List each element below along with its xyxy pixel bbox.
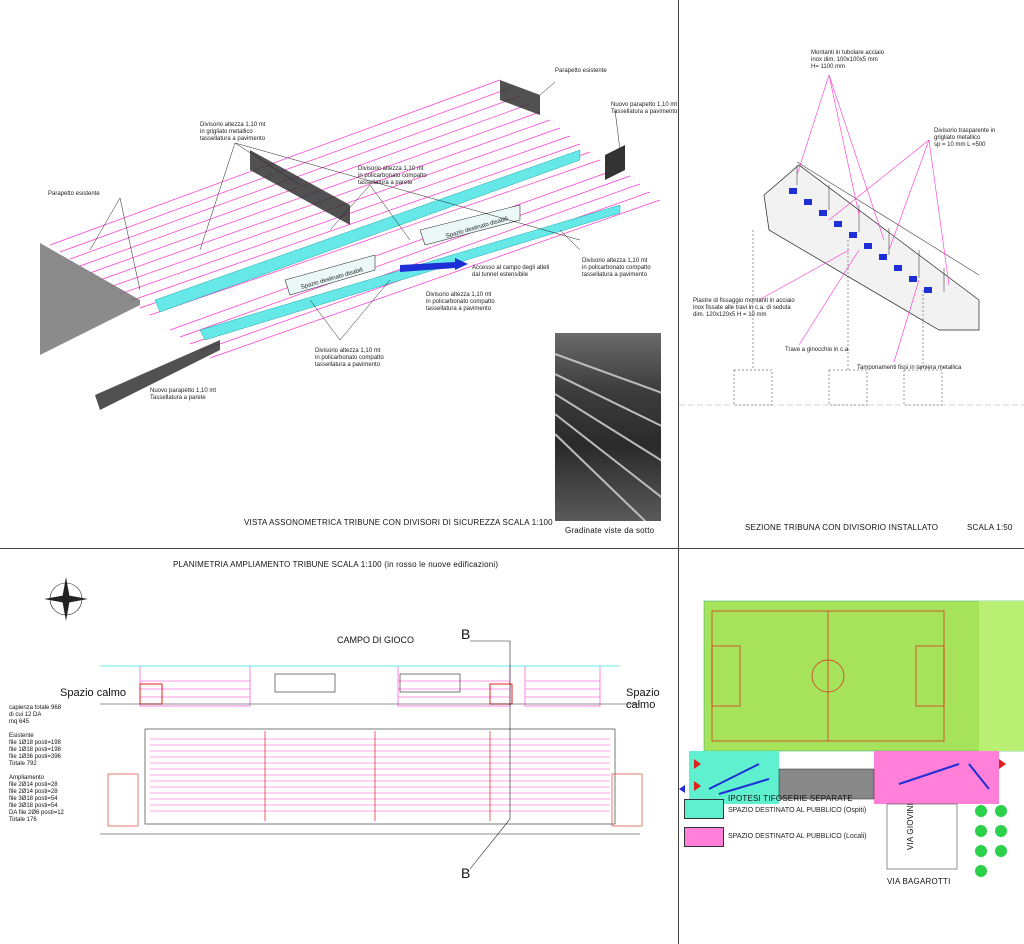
leader-lines (89, 81, 621, 341)
parapet-right (605, 145, 625, 180)
axonometric-drawing (40, 79, 661, 410)
axonometric-panel: Parapetto esistente Nuovo parapetto 1,10… (0, 0, 679, 549)
ipotesi-label: IPOTESI TIFOSERIE SEPARATE (728, 794, 853, 803)
flow-arrows (708, 763, 990, 795)
axon-title: VISTA ASSONOMETRICA TRIBUNE CON DIVISORI… (244, 518, 553, 527)
side-lawn (979, 601, 1024, 751)
parapet-top (500, 80, 540, 115)
cyan-strip-lower (199, 204, 621, 341)
label-divisorio-bottom: Divisorio altezza 1,10 mt in policarbona… (315, 348, 384, 368)
side-stairs (107, 773, 643, 827)
main-stand-red-stairs (264, 731, 491, 821)
label-parapetto-left: Parapetto esistente (48, 191, 100, 197)
upper-tier-lines (49, 79, 661, 359)
label-divisorio-mid: Divisorio altezza 1,10 mt in policarbona… (426, 292, 495, 312)
compass-icon (44, 577, 88, 621)
section-scale: SCALA 1:50 (967, 523, 1013, 532)
trees (975, 805, 1007, 877)
plan-drawing (44, 577, 643, 870)
label-nuovo-parapetto-right: Nuovo parapetto 1,10 mt Tassellatura a p… (611, 102, 678, 115)
section-line-b (469, 640, 511, 870)
main-stand (144, 728, 616, 825)
label-trave: Trave a ginocchio in c.a. (785, 347, 850, 353)
section-title: SEZIONE TRIBUNA CON DIVISORIO INSTALLATO (745, 523, 939, 532)
entry-arrow (679, 785, 685, 793)
upper-stand-right (397, 665, 511, 707)
spazio-calmo-left: Spazio calmo (60, 687, 127, 699)
label-divisorio-right: Divisorio altezza 1,10 mt in policarbona… (582, 258, 651, 278)
main-stand-rows (150, 738, 610, 812)
legend-swatch-locals (684, 827, 724, 847)
section-drawing (679, 74, 1024, 406)
label-nuovo-parapetto-bottom: Nuovo parapetto 1,10 mt Tassellatura a p… (150, 388, 217, 401)
exit-triangles (694, 759, 1006, 791)
section-panel: Montanti in tubolare acciaio inox dim. 1… (679, 0, 1024, 549)
label-accesso: Accesso al campo degli atleti dal tunnel… (472, 265, 550, 278)
label-montanti: Montanti in tubolare acciaio inox dim. 1… (811, 50, 885, 70)
section-leaders (758, 74, 950, 363)
plan-title: PLANIMETRIA AMPLIAMENTO TRIBUNE SCALA 1:… (173, 560, 499, 569)
label-divisorio-grigliato: Divisorio altezza 1,10 mt in grigliato m… (200, 122, 266, 142)
photo-under-stands (555, 333, 661, 521)
label-divisorio-trasparente: Divisorio trasparente in grigliato metal… (934, 128, 996, 148)
main-stand-block (778, 768, 875, 800)
disabled-platform-2 (419, 204, 521, 246)
plan-panel: PLANIMETRIA AMPLIAMENTO TRIBUNE SCALA 1:… (0, 549, 679, 944)
legend-swatch-guests (684, 799, 724, 819)
dugouts (274, 673, 461, 693)
label-parapetto-top: Parapetto esistente (555, 68, 607, 74)
parking-box (886, 803, 958, 870)
label-piastre: Piastre di fissaggio montanti in acciaio… (693, 298, 795, 318)
via-right: VIA GIOVINI (906, 802, 916, 851)
label-tamponamenti: Tamponamenti fissi in lamiera metallica (857, 365, 962, 371)
label-divisorio-curved: Divisorio altezza 1,10 mt in policarbona… (358, 166, 427, 186)
via-bottom: VIA BAGAROTTI (887, 877, 951, 886)
local-area (874, 751, 999, 804)
field-area (703, 600, 1024, 752)
legend-label-guests: SPAZIO DESTINATO AL PUBBLICO (Ospiti) (728, 807, 867, 814)
disabled-platform-1 (284, 254, 376, 296)
capacity-stats: capienza totale 968 di cui 12 DA mq 645 … (9, 705, 64, 823)
seat-blocks (789, 188, 932, 293)
section-mark-bottom: B (461, 865, 471, 881)
upper-stand-rows (140, 680, 600, 698)
railing-posts (796, 161, 980, 292)
pitch-lines (711, 610, 945, 742)
upper-stand-left (139, 665, 251, 707)
legend-label-locals: SPAZIO DESTINATO AL PUBBLICO (Locali) (728, 833, 867, 840)
site-panel: IPOTESI TIFOSERIE SEPARATE SPAZIO DESTIN… (679, 549, 1024, 944)
site-drawing (679, 600, 1024, 877)
parapet-bottom (95, 340, 220, 410)
upper-stand-far-right (524, 665, 601, 707)
photo-caption: Gradinate viste da sotto (565, 526, 655, 535)
spazio-calmo-right: Spazio calmo (626, 687, 660, 711)
campo-label: CAMPO DI GIOCO (337, 635, 415, 645)
parapet-left (40, 243, 140, 355)
section-mark-top: B (461, 626, 471, 642)
access-arrow (400, 258, 468, 272)
